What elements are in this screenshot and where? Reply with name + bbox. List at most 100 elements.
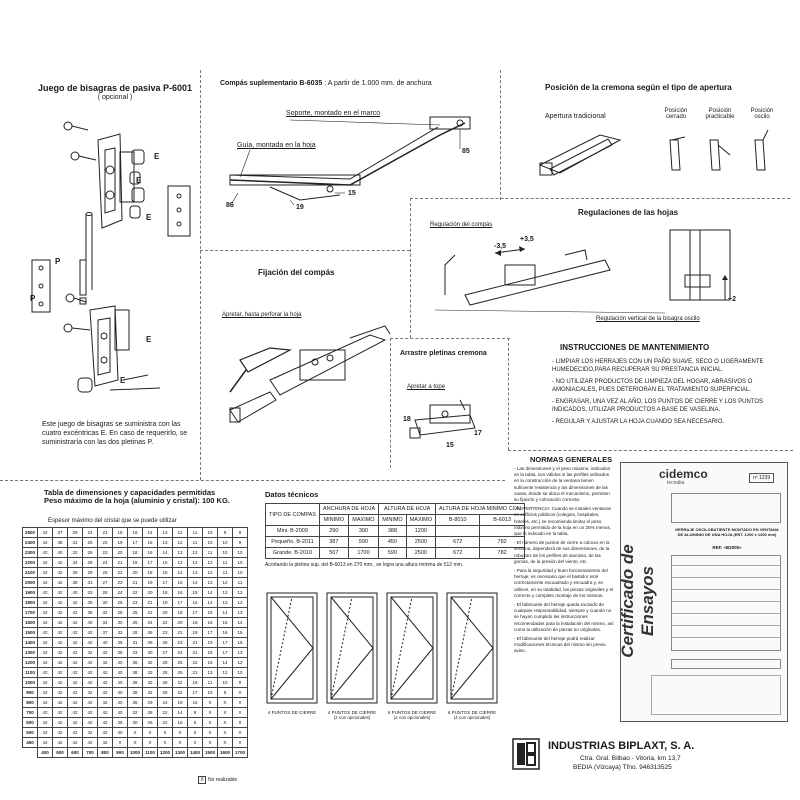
num-19: 19 bbox=[296, 204, 304, 211]
compas-title-bold: Compás suplementario B-6035 bbox=[220, 80, 323, 87]
table-cell: 6 bbox=[187, 717, 203, 728]
certificado-brand: cidemco bbox=[659, 467, 708, 481]
table-cell: 42 bbox=[97, 707, 113, 718]
table-cell: 13 bbox=[187, 567, 203, 578]
table-cell: 40 bbox=[112, 657, 128, 668]
table-cell: 13 bbox=[157, 527, 173, 538]
table-cell: X bbox=[232, 697, 248, 708]
table-cell: 9 bbox=[217, 527, 233, 538]
table-cell: 15 bbox=[202, 657, 218, 668]
table-cell: 20 bbox=[172, 617, 188, 628]
table-cell: 42 bbox=[97, 687, 113, 698]
table-cell: 42 bbox=[97, 647, 113, 658]
table-cell: 42 bbox=[52, 557, 68, 568]
table-cell: 19 bbox=[127, 557, 143, 568]
column-header: 1400 bbox=[187, 747, 203, 758]
th-altura: ALTURA DE HOJA bbox=[378, 503, 437, 515]
table-cell: X bbox=[232, 707, 248, 718]
table-cell: 25 bbox=[82, 537, 98, 548]
column-header: 1600 bbox=[217, 747, 233, 758]
column-header: 700 bbox=[82, 747, 98, 758]
table-cell: 19 bbox=[142, 577, 158, 588]
table-cell: 28 bbox=[112, 607, 128, 618]
cremona-title: Posición de la cremona según el tipo de … bbox=[545, 83, 732, 92]
column-header: 900 bbox=[112, 747, 128, 758]
table-cell: 19 bbox=[172, 697, 188, 708]
caption-sub: (4 con opcionales) bbox=[453, 715, 491, 720]
table-cell: 31 bbox=[67, 537, 83, 548]
normas-list: - Las dimensiones y el peso máximo, indi… bbox=[514, 466, 614, 655]
table-cell: 16 bbox=[232, 637, 248, 648]
table-cell: 21 bbox=[112, 557, 128, 568]
table-cell: 17 bbox=[202, 627, 218, 638]
table-cell: 42 bbox=[37, 617, 53, 628]
table-cell: X bbox=[232, 737, 248, 748]
table-cell: 14 bbox=[217, 657, 233, 668]
table-cell: 42 bbox=[37, 707, 53, 718]
table-cell: 36 bbox=[127, 657, 143, 668]
certificado-vertical: Certificado de Ensayos bbox=[618, 544, 657, 658]
separator-v4 bbox=[390, 338, 391, 468]
separator-h4 bbox=[0, 480, 505, 481]
table-cell: 32 bbox=[142, 677, 158, 688]
tecnicos-note: Acortando la pletina sup. del B-6013 en … bbox=[265, 562, 464, 568]
table-cell: 36 bbox=[67, 567, 83, 578]
table-cell: 17 bbox=[172, 597, 188, 608]
fijacion-title: Fijación del compás bbox=[258, 268, 335, 277]
table-cell: 22 bbox=[127, 587, 143, 598]
table-cell: 17 bbox=[187, 687, 203, 698]
table-cell: 15 bbox=[217, 617, 233, 628]
table-cell: 21 bbox=[187, 667, 203, 678]
table-cell: 42 bbox=[52, 627, 68, 638]
table-cell: 40 bbox=[112, 667, 128, 678]
table-cell: 26 bbox=[82, 547, 98, 558]
label-reg-bisagra: Regulación vertical de la bisagra oscilo bbox=[596, 316, 700, 322]
table-cell: 42 bbox=[82, 727, 98, 738]
arrastre-title: Arrastre pletinas cremona bbox=[400, 350, 487, 357]
table-cell: 40 bbox=[112, 727, 128, 738]
cell: 1200 bbox=[405, 525, 437, 537]
table-cell: 42 bbox=[37, 547, 53, 558]
table-cell: 42 bbox=[67, 667, 83, 678]
table-cell: 42 bbox=[67, 687, 83, 698]
table-cell: 42 bbox=[37, 577, 53, 588]
table-cell: 28 bbox=[127, 627, 143, 638]
table-cell: 28 bbox=[97, 587, 113, 598]
table-cell: 38 bbox=[67, 577, 83, 588]
table-cell: 22 bbox=[172, 677, 188, 688]
table-cell: 25 bbox=[172, 667, 188, 678]
table-cell: 10 bbox=[217, 677, 233, 688]
table-cell: 40 bbox=[67, 587, 83, 598]
th-maximo: MAXIMO bbox=[347, 514, 380, 526]
table-cell: 18 bbox=[142, 567, 158, 578]
separator-h5 bbox=[508, 450, 793, 451]
row-header: 1600 bbox=[22, 617, 38, 628]
table-cell: 42 bbox=[82, 647, 98, 658]
table-cell: 24 bbox=[142, 617, 158, 628]
column-header: 1500 bbox=[202, 747, 218, 758]
table-cell: 33 bbox=[82, 587, 98, 598]
table-cell: 16 bbox=[217, 627, 233, 638]
row-header: 800 bbox=[22, 697, 38, 708]
table-cell: 28 bbox=[157, 657, 173, 668]
caption: 4 PUNTOS DE CIERRE bbox=[327, 710, 377, 715]
table-cell: 42 bbox=[52, 717, 68, 728]
tabla-title: Tabla de dimensiones y capacidades permi… bbox=[44, 488, 216, 497]
table-cell: 22 bbox=[97, 537, 113, 548]
table-cell: 12 bbox=[187, 547, 203, 558]
table-cell: 20 bbox=[157, 607, 173, 618]
row-header: 1400 bbox=[22, 637, 38, 648]
table-cell: 20 bbox=[127, 567, 143, 578]
label-soporte: Soporte, montado en el marco bbox=[286, 110, 381, 117]
table-cell: 12 bbox=[202, 557, 218, 568]
table-cell: 21 bbox=[187, 637, 203, 648]
table-cell: 23 bbox=[97, 547, 113, 558]
table-cell: 16 bbox=[187, 597, 203, 608]
table-cell: 42 bbox=[37, 527, 53, 538]
table-cell: 42 bbox=[82, 687, 98, 698]
table-cell: 42 bbox=[82, 667, 98, 678]
certificado-ref: REF. «B2000» bbox=[712, 545, 742, 550]
